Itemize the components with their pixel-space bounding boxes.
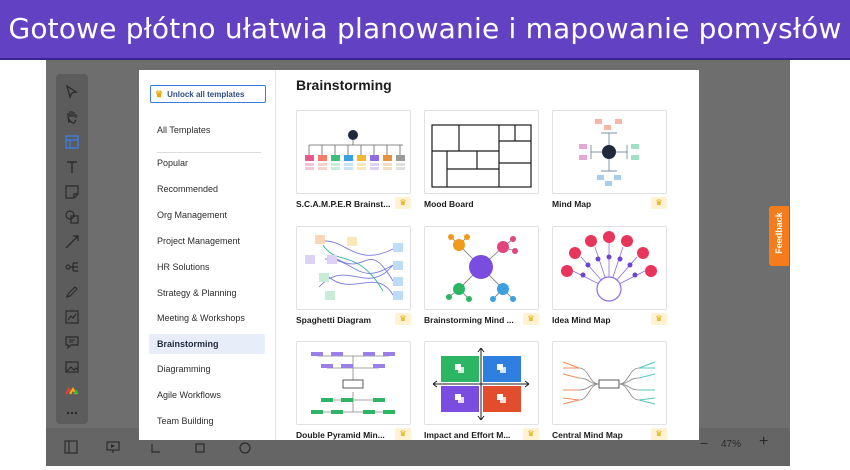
unlock-label: Unlock all templates bbox=[167, 89, 245, 99]
template-thumbnail bbox=[296, 226, 411, 310]
template-name: Mind Map bbox=[552, 199, 592, 209]
frame-icon[interactable] bbox=[62, 132, 82, 152]
more-icon[interactable] bbox=[62, 403, 82, 423]
category-strategy-planning[interactable]: Strategy & Planning bbox=[157, 288, 237, 298]
premium-crown-icon: ♛ bbox=[651, 313, 667, 325]
template-name: Brainstorming Mind ... bbox=[424, 315, 514, 325]
template-thumbnail bbox=[424, 110, 539, 194]
template-thumbnail bbox=[552, 341, 667, 425]
template-card-brainstorming-mind-map[interactable]: Brainstorming Mind ... ♛ bbox=[424, 226, 539, 325]
template-picker-modal: ♛ Unlock all templates All Templates Pop… bbox=[139, 70, 699, 440]
template-name: S.C.A.M.P.E.R Brainst... bbox=[296, 199, 391, 209]
template-card-idea-mind-map[interactable]: Idea Mind Map ♛ bbox=[552, 226, 667, 325]
templates-grid-panel: Brainstorming bbox=[276, 70, 699, 440]
crown-icon: ♛ bbox=[155, 88, 164, 99]
layers-icon[interactable] bbox=[194, 440, 208, 454]
premium-crown-icon: ♛ bbox=[523, 428, 539, 440]
sticky-note-icon[interactable] bbox=[62, 182, 82, 202]
image-icon[interactable] bbox=[62, 357, 82, 377]
premium-crown-icon: ♛ bbox=[651, 428, 667, 440]
connector-icon[interactable] bbox=[62, 232, 82, 252]
timer-icon[interactable] bbox=[238, 440, 252, 454]
category-agile-workflows[interactable]: Agile Workflows bbox=[157, 390, 221, 400]
template-card-spaghetti-diagram[interactable]: Spaghetti Diagram ♛ bbox=[296, 226, 411, 325]
resize-icon[interactable] bbox=[150, 440, 164, 454]
template-card-central-mind-map[interactable]: Central Mind Map ♛ bbox=[552, 341, 667, 440]
template-name: Impact and Effort M... bbox=[424, 430, 511, 440]
pointer-icon[interactable] bbox=[62, 82, 82, 102]
template-name: Spaghetti Diagram bbox=[296, 315, 372, 325]
apps-icon[interactable] bbox=[62, 381, 82, 401]
template-categories-panel: ♛ Unlock all templates All Templates Pop… bbox=[139, 70, 276, 440]
category-team-building[interactable]: Team Building bbox=[157, 416, 214, 426]
pen-icon[interactable] bbox=[62, 282, 82, 302]
template-card-mind-map[interactable]: Mind Map ♛ bbox=[552, 110, 667, 209]
category-org-management[interactable]: Org Management bbox=[157, 210, 228, 220]
shapes-icon[interactable] bbox=[62, 207, 82, 227]
divider bbox=[157, 152, 261, 153]
title-banner: Gotowe płótno ułatwia planowanie i mapow… bbox=[0, 0, 850, 60]
template-name: Double Pyramid Min... bbox=[296, 430, 385, 440]
app-window: − 47% + ♛ Unlock all templates All Templ… bbox=[46, 60, 790, 466]
zoom-out-button[interactable]: − bbox=[700, 435, 709, 451]
premium-crown-icon: ♛ bbox=[523, 313, 539, 325]
category-meeting-workshops[interactable]: Meeting & Workshops bbox=[157, 313, 245, 323]
all-templates-link[interactable]: All Templates bbox=[157, 125, 211, 135]
template-thumbnail bbox=[296, 110, 411, 194]
category-popular[interactable]: Popular bbox=[157, 158, 189, 168]
template-thumbnail bbox=[552, 226, 667, 310]
template-name: Central Mind Map bbox=[552, 430, 623, 440]
template-thumbnail bbox=[424, 226, 539, 310]
mind-map-icon[interactable] bbox=[62, 257, 82, 277]
category-hr-solutions[interactable]: HR Solutions bbox=[157, 262, 210, 272]
zoom-in-button[interactable]: + bbox=[759, 433, 769, 450]
feedback-button[interactable]: Feedback bbox=[769, 206, 789, 266]
template-name: Idea Mind Map bbox=[552, 315, 611, 325]
category-diagramming[interactable]: Diagramming bbox=[157, 364, 211, 374]
template-thumbnail bbox=[296, 341, 411, 425]
zoom-level[interactable]: 47% bbox=[721, 439, 742, 450]
left-toolbar bbox=[56, 74, 88, 424]
template-card-mood-board[interactable]: Mood Board bbox=[424, 110, 539, 209]
category-recommended[interactable]: Recommended bbox=[157, 184, 219, 194]
comment-icon[interactable] bbox=[62, 332, 82, 352]
present-icon[interactable] bbox=[106, 440, 120, 454]
category-brainstorming[interactable]: Brainstorming bbox=[149, 334, 265, 354]
template-thumbnail bbox=[552, 110, 667, 194]
text-icon[interactable] bbox=[62, 157, 82, 177]
premium-crown-icon: ♛ bbox=[651, 197, 667, 209]
premium-crown-icon: ♛ bbox=[395, 313, 411, 325]
chart-icon[interactable] bbox=[62, 307, 82, 327]
premium-crown-icon: ♛ bbox=[395, 428, 411, 440]
sidebar-toggle-icon[interactable] bbox=[64, 440, 78, 454]
section-title: Brainstorming bbox=[296, 77, 392, 93]
unlock-all-templates-button[interactable]: ♛ Unlock all templates bbox=[150, 85, 266, 103]
hand-icon[interactable] bbox=[62, 107, 82, 127]
template-thumbnail bbox=[424, 341, 539, 425]
template-card-impact-effort-matrix[interactable]: Impact and Effort M... ♛ bbox=[424, 341, 539, 440]
template-name: Mood Board bbox=[424, 199, 474, 209]
template-card-scamper[interactable]: S.C.A.M.P.E.R Brainst... ♛ bbox=[296, 110, 411, 209]
template-card-double-pyramid-mind-map[interactable]: Double Pyramid Min... ♛ bbox=[296, 341, 411, 440]
premium-crown-icon: ♛ bbox=[395, 197, 411, 209]
banner-title: Gotowe płótno ułatwia planowanie i mapow… bbox=[8, 12, 842, 45]
category-project-management[interactable]: Project Management bbox=[157, 236, 241, 246]
feedback-label: Feedback bbox=[774, 212, 784, 254]
